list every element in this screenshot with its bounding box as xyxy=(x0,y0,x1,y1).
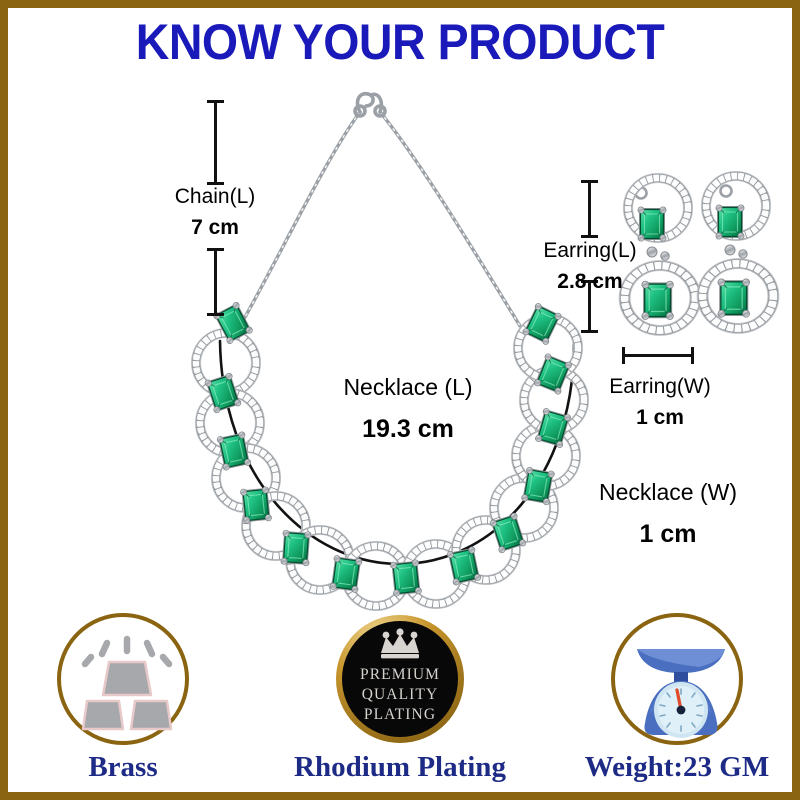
weight-caption: Weight:23 GM xyxy=(584,751,770,783)
weight-badge xyxy=(611,613,743,745)
chain-length-name: Chain(L) xyxy=(174,185,256,208)
earring-length-name: Earring(L) xyxy=(543,239,637,262)
material-caption: Brass xyxy=(88,751,158,783)
gold-bars-icon xyxy=(81,635,173,731)
earring-width-name: Earring(W) xyxy=(609,375,711,398)
earring-length-value: 2.8 cm xyxy=(557,270,623,294)
seal-line-3: PLATING xyxy=(364,706,436,723)
crown-icon xyxy=(381,628,419,659)
necklace-width-value: 1 cm xyxy=(639,519,697,548)
page-title: KNOW YOUR PRODUCT xyxy=(135,14,665,70)
earring-width-rule xyxy=(622,347,694,364)
chain-length-rule-upper xyxy=(207,100,224,185)
plating-badge: PREMIUM QUALITY PLATING xyxy=(334,613,466,745)
plating-caption: Rhodium Plating xyxy=(294,751,506,783)
necklace-width-name: Necklace (W) xyxy=(598,479,737,505)
feature-material: Brass xyxy=(8,613,238,784)
necklace-length-name: Necklace (L) xyxy=(343,374,473,400)
earring-length-label: Earring(L) 2.8 cm xyxy=(532,238,648,296)
feature-plating: PREMIUM QUALITY PLATING Rhodium Plating xyxy=(285,613,515,784)
necklace-length-label: Necklace (L) 19.3 cm xyxy=(293,373,523,445)
earring-length-rule-lower xyxy=(581,280,598,333)
earring-width-label: Earring(W) 1 cm xyxy=(600,374,720,432)
premium-seal-icon: PREMIUM QUALITY PLATING xyxy=(336,615,464,743)
seal-line-2: QUALITY xyxy=(362,686,439,703)
chain-length-rule-lower xyxy=(207,248,224,316)
material-badge xyxy=(57,613,189,745)
necklace-width-label: Necklace (W) 1 cm xyxy=(588,478,748,550)
earring-length-rule-upper xyxy=(581,180,598,238)
chain-length-label: Chain(L) 7 cm xyxy=(160,184,270,242)
feature-weight: Weight:23 GM xyxy=(562,613,792,784)
earring-width-value: 1 cm xyxy=(636,406,684,430)
weighing-scale-icon xyxy=(637,649,725,738)
seal-line-1: PREMIUM xyxy=(360,666,440,683)
chain-length-value: 7 cm xyxy=(191,216,239,240)
necklace-length-value: 19.3 cm xyxy=(362,414,454,443)
